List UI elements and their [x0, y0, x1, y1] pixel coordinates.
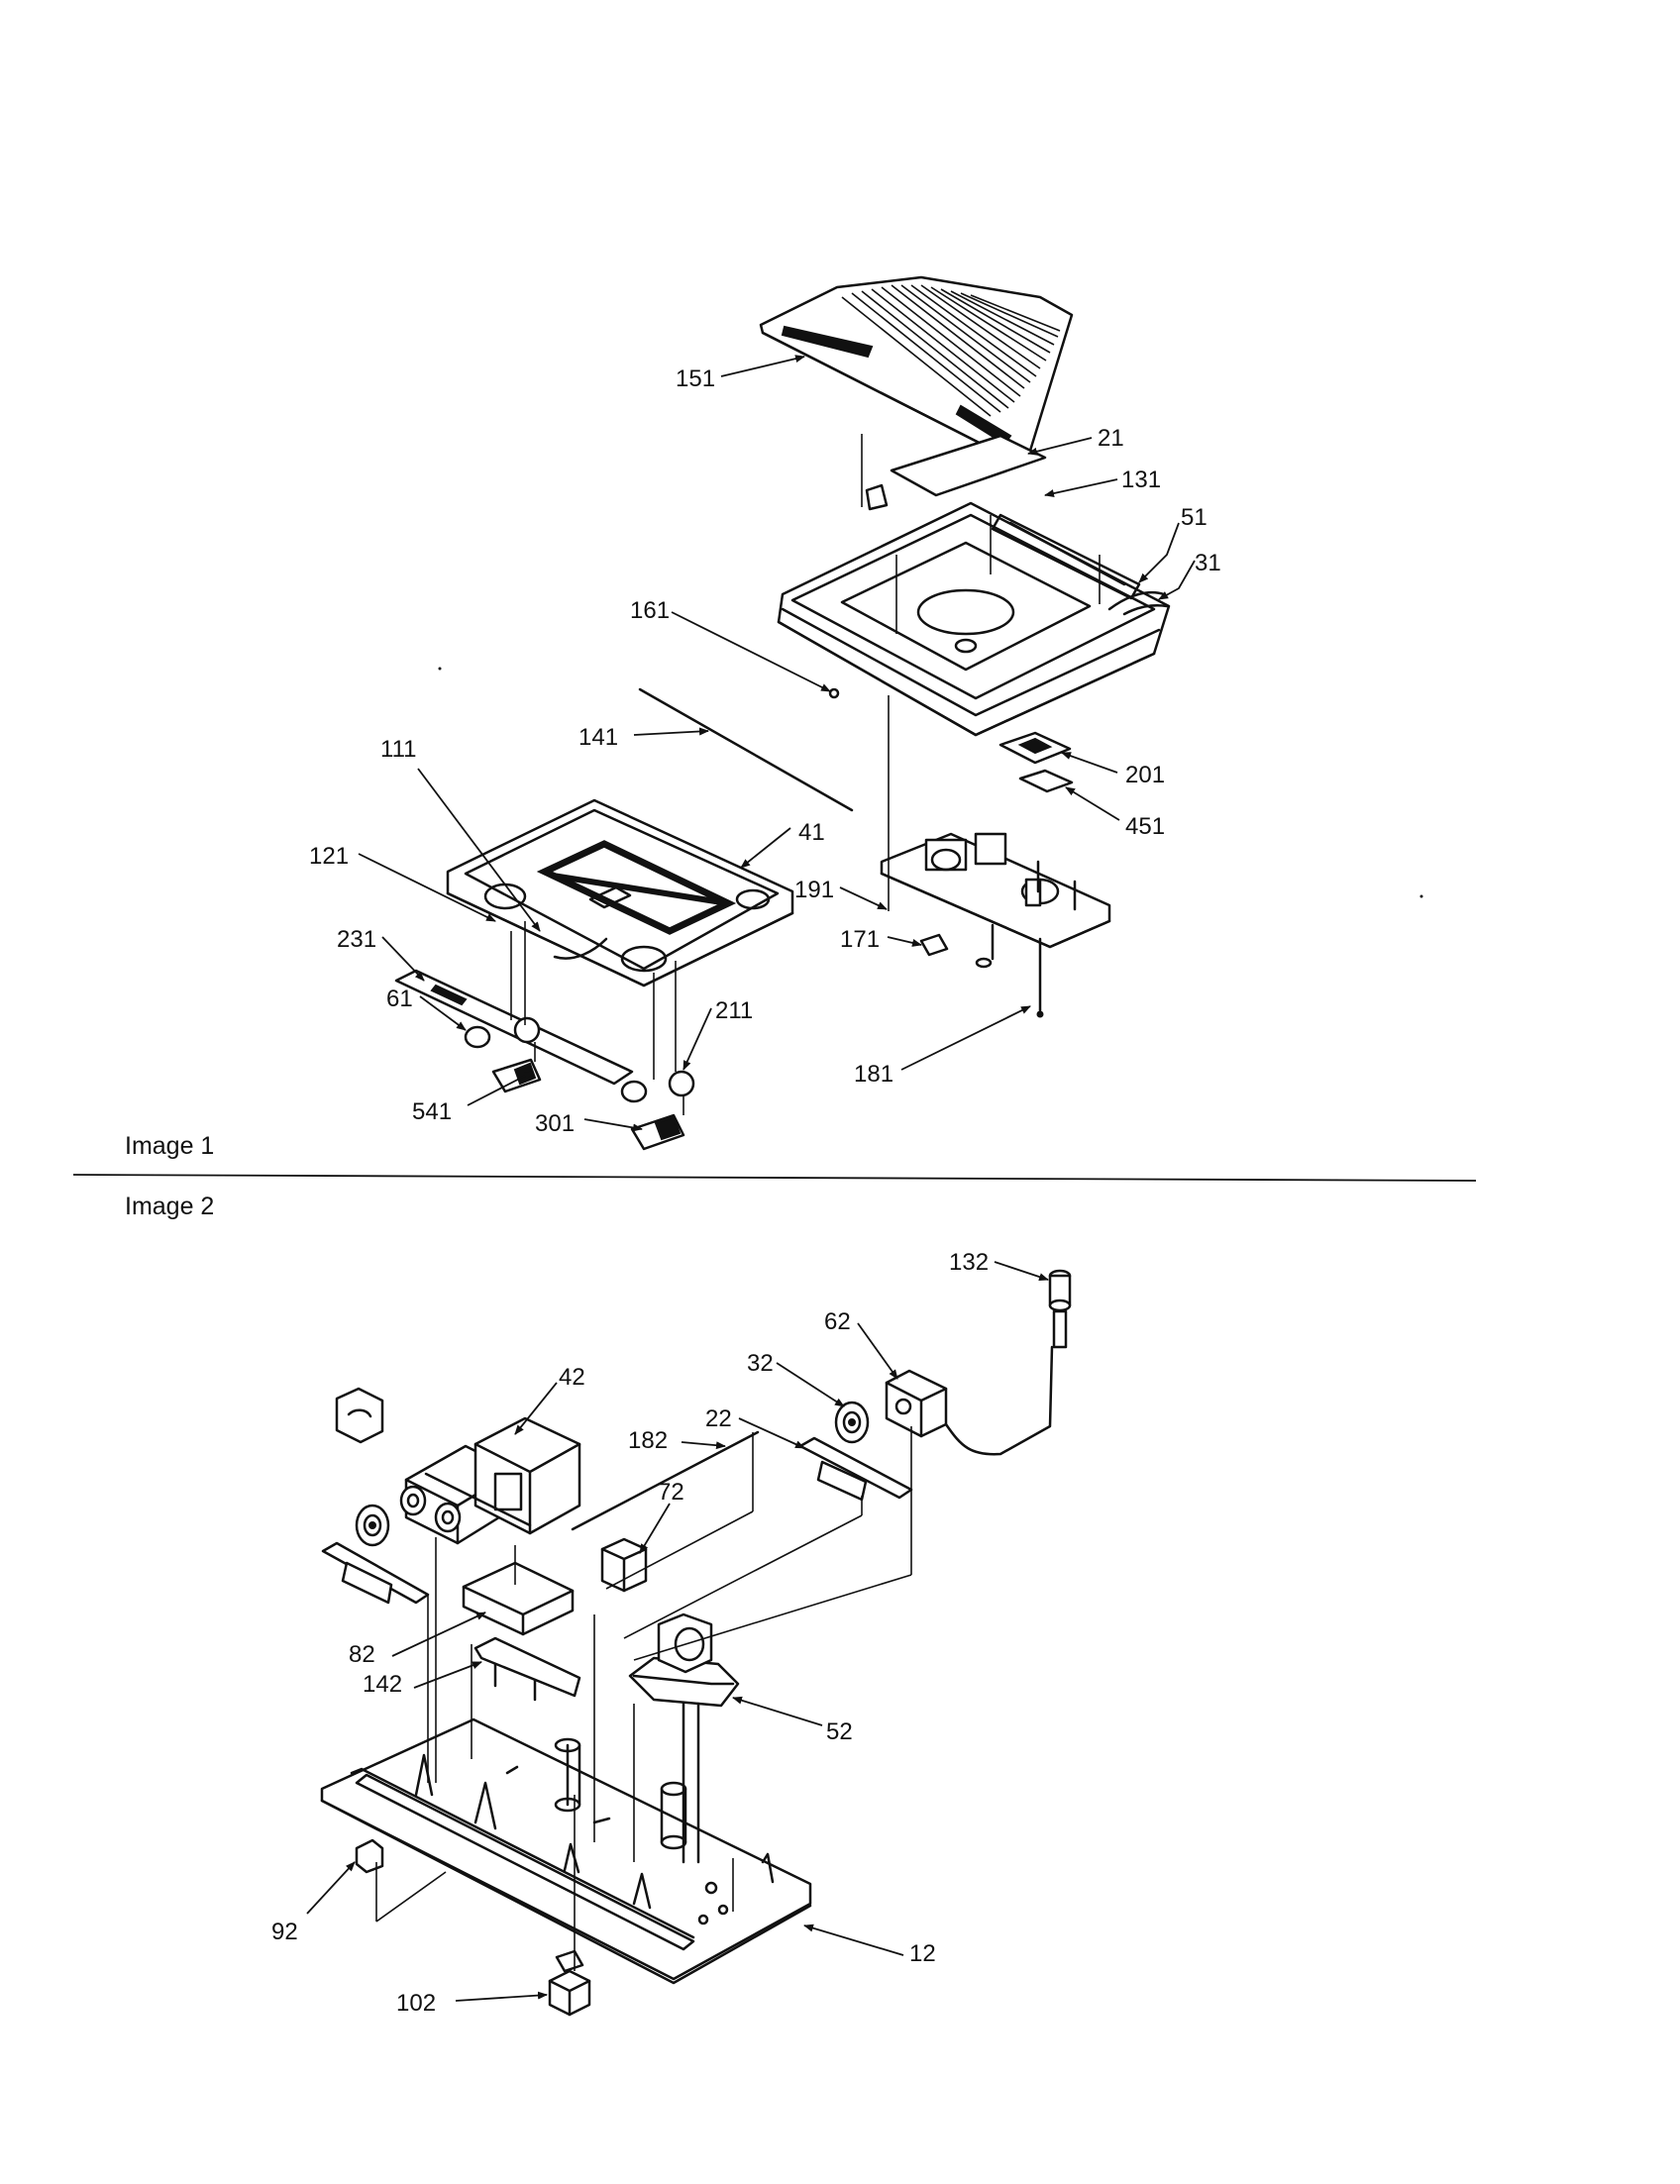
callout-451: 451 [1125, 813, 1165, 840]
callout-42: 42 [559, 1364, 585, 1391]
callout-22: 22 [705, 1405, 732, 1432]
callout-111: 111 [380, 736, 416, 763]
part-61-socket-left [464, 1016, 541, 1049]
assembly-lines-fig-2 [375, 1426, 912, 1971]
callout-181: 181 [854, 1061, 893, 1088]
leaders-fig-1 [358, 355, 1196, 1132]
callout-142: 142 [363, 1671, 402, 1698]
callout-92: 92 [271, 1919, 298, 1945]
callout-52: 52 [826, 1718, 853, 1745]
part-bracket-left [335, 1387, 384, 1444]
part-102-switch [548, 1949, 591, 2017]
callout-102: 102 [396, 1990, 436, 2017]
part-451-pad [1018, 769, 1074, 793]
part-151-grille [759, 275, 1074, 460]
part-132-sensor [1048, 1269, 1072, 1349]
callout-201: 201 [1125, 762, 1165, 788]
part-181-screw [975, 957, 993, 969]
figure-1-caption: Image 1 [125, 1132, 214, 1160]
callout-161: 161 [630, 597, 670, 624]
callout-151: 151 [676, 365, 715, 392]
part-52-damper [628, 1612, 740, 1864]
callout-82: 82 [349, 1641, 375, 1668]
callout-61: 61 [386, 986, 413, 1012]
part-control-board [880, 832, 1111, 1012]
callout-182: 182 [628, 1427, 668, 1454]
part-numbers-fig-1: 151 21 131 51 31 161 141 201 451 111 41 … [309, 365, 1221, 1137]
part-161-clip [828, 687, 840, 699]
part-12-base-frame [320, 1717, 812, 1985]
callout-21: 21 [1098, 425, 1124, 452]
callout-12: 12 [909, 1940, 936, 1967]
part-62-motor [885, 1345, 1054, 1456]
callout-171: 171 [840, 926, 880, 953]
callout-31: 31 [1195, 550, 1221, 576]
callout-211: 211 [715, 997, 753, 1024]
part-92-clip [355, 1838, 384, 1874]
callout-62: 62 [824, 1308, 851, 1335]
part-31-housing [777, 483, 1171, 737]
part-21-sheet [890, 434, 1047, 497]
part-211-lamp [620, 1070, 695, 1103]
figure-2-caption: Image 2 [125, 1193, 214, 1220]
callout-231: 231 [337, 926, 376, 953]
callout-131: 131 [1121, 467, 1161, 493]
callout-301: 301 [535, 1110, 575, 1137]
part-142-bracket [473, 1636, 581, 1698]
part-41-tray [446, 798, 794, 988]
figure-1: 151 21 131 51 31 161 141 201 451 111 41 … [125, 275, 1221, 1160]
callout-32: 32 [747, 1350, 774, 1377]
callout-121: 121 [309, 843, 349, 870]
callout-41: 41 [798, 819, 825, 846]
callout-132: 132 [949, 1249, 989, 1276]
part-42-fan-assembly [399, 1416, 581, 1545]
callout-51: 51 [1181, 504, 1208, 531]
part-141-rod [638, 687, 854, 812]
callout-141: 141 [578, 724, 618, 751]
part-32-fan-blade [834, 1401, 870, 1444]
leaders-fig-2 [306, 1261, 1049, 2002]
callout-541: 541 [412, 1098, 452, 1125]
callout-72: 72 [658, 1479, 684, 1506]
callout-191: 191 [794, 877, 834, 903]
figure-2: Image 2 [125, 1193, 1072, 2017]
part-182-wire [571, 1430, 760, 1531]
figure-divider [72, 1174, 1477, 1182]
part-171-clip [919, 933, 949, 957]
part-numbers-fig-2: 132 62 42 32 22 182 72 82 142 52 92 12 1… [271, 1249, 989, 2017]
part-fan-blade-left [355, 1504, 390, 1547]
